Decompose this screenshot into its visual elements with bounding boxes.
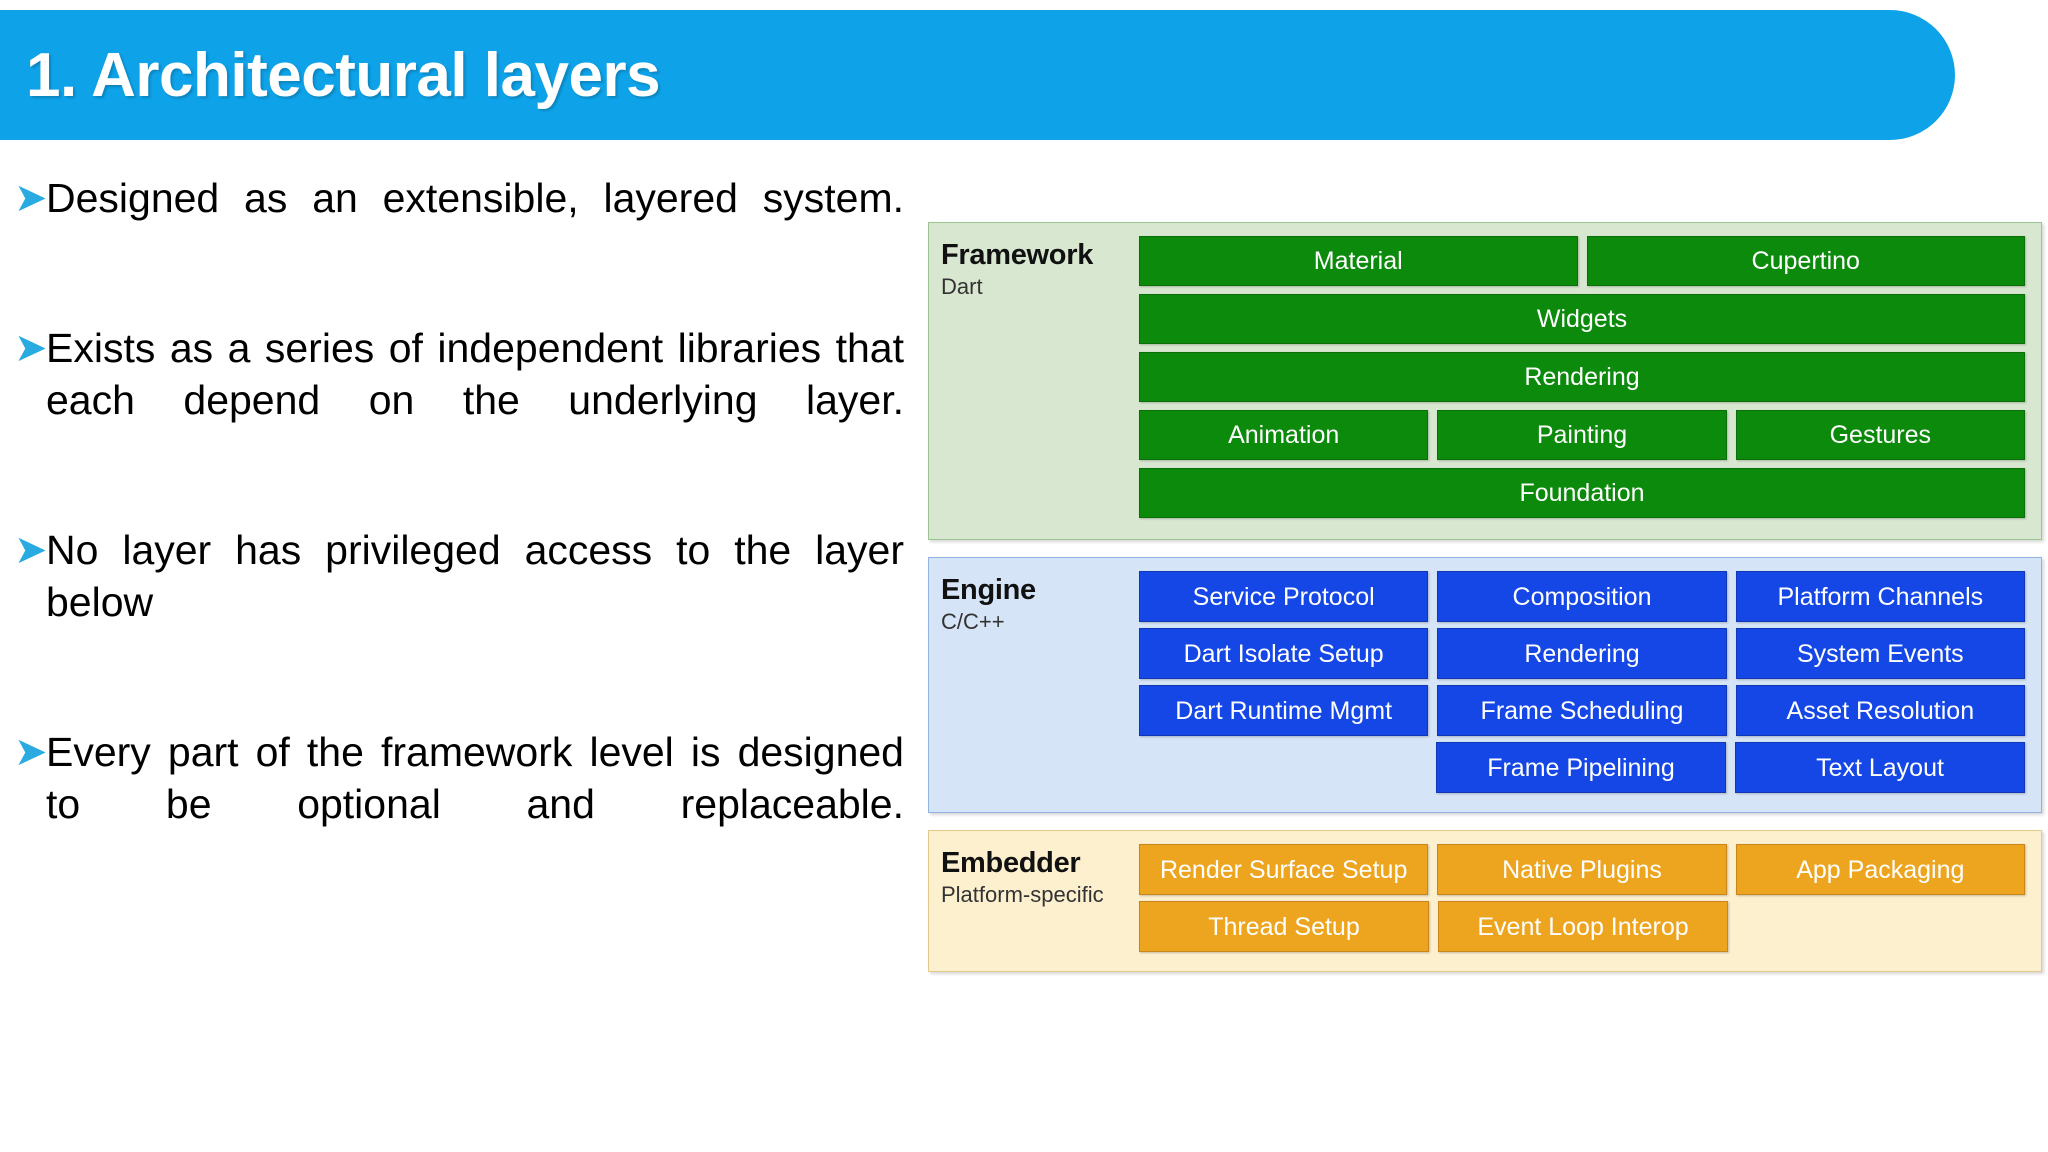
layer-cell[interactable]: Painting <box>1437 410 1727 460</box>
layer-title: Framework <box>941 239 1094 271</box>
layer-row: Rendering <box>1139 352 2025 402</box>
layer-cell[interactable]: Frame Pipelining <box>1436 742 1726 793</box>
layer-cell[interactable]: Material <box>1139 236 1578 286</box>
layer-subtitle: Platform-specific <box>941 882 1104 907</box>
layer-cell[interactable]: System Events <box>1735 628 2025 679</box>
layer-cell[interactable]: Foundation <box>1139 468 2025 518</box>
layer-cell[interactable]: Event Loop Interop <box>1438 901 1728 952</box>
bullet-arrow-icon: ➤ <box>14 730 48 774</box>
bullet-arrow-icon: ➤ <box>14 326 48 370</box>
slide-title-banner: 1. Architectural layers <box>0 10 1955 140</box>
layer-cell[interactable]: Rendering <box>1437 628 1727 679</box>
layer-cell[interactable]: Native Plugins <box>1437 844 1727 895</box>
bullet-item: ➤Designed as an extensible, layered syst… <box>14 172 904 276</box>
layer-cell-spacer <box>1737 901 2025 952</box>
bullet-item: ➤No layer has privileged access to the l… <box>14 524 904 680</box>
layer-title: Engine <box>941 574 1036 606</box>
layer-cell[interactable]: Widgets <box>1139 294 2025 344</box>
layer-cell[interactable]: Rendering <box>1139 352 2025 402</box>
layer-cell[interactable]: Dart Runtime Mgmt <box>1139 685 1429 736</box>
bullet-list: ➤Designed as an extensible, layered syst… <box>14 172 904 928</box>
layer-cell[interactable]: Dart Isolate Setup <box>1139 628 1429 679</box>
page-title: 1. Architectural layers <box>26 40 661 110</box>
bullet-arrow-icon: ➤ <box>14 176 48 220</box>
bullet-arrow-icon: ➤ <box>14 528 48 572</box>
layer-cell[interactable]: Cupertino <box>1586 236 2025 286</box>
layer-cell[interactable]: Gestures <box>1735 410 2025 460</box>
layer-subtitle: Dart <box>941 274 983 299</box>
layer-cell[interactable]: Service Protocol <box>1139 571 1429 622</box>
layer-cell[interactable]: Render Surface Setup <box>1139 844 1429 895</box>
layer-cell[interactable]: Frame Scheduling <box>1437 685 1727 736</box>
bullet-text: Every part of the framework level is des… <box>46 729 904 827</box>
bullet-text: No layer has privileged access to the la… <box>46 527 904 625</box>
layer-cell[interactable]: Asset Resolution <box>1735 685 2025 736</box>
layer-cell[interactable]: Text Layout <box>1735 742 2025 793</box>
layer-cell[interactable]: Animation <box>1139 410 1429 460</box>
bullet-item: ➤Exists as a series of independent libra… <box>14 322 904 478</box>
bullet-item: ➤Every part of the framework level is de… <box>14 726 904 882</box>
layer-subtitle: C/C++ <box>941 609 1005 634</box>
layer-title: Embedder <box>941 847 1081 879</box>
layer-cell-spacer <box>1139 742 1427 793</box>
layer-cell[interactable]: Platform Channels <box>1735 571 2025 622</box>
layer-cell[interactable]: App Packaging <box>1735 844 2025 895</box>
bullet-text: Exists as a series of independent librar… <box>46 325 904 423</box>
layer-cell[interactable]: Thread Setup <box>1139 901 1429 952</box>
layer-row: Foundation <box>1139 468 2025 518</box>
layer-cell[interactable]: Composition <box>1437 571 1727 622</box>
bullet-text: Designed as an extensible, layered syste… <box>46 175 904 221</box>
layer-row: Widgets <box>1139 294 2025 344</box>
